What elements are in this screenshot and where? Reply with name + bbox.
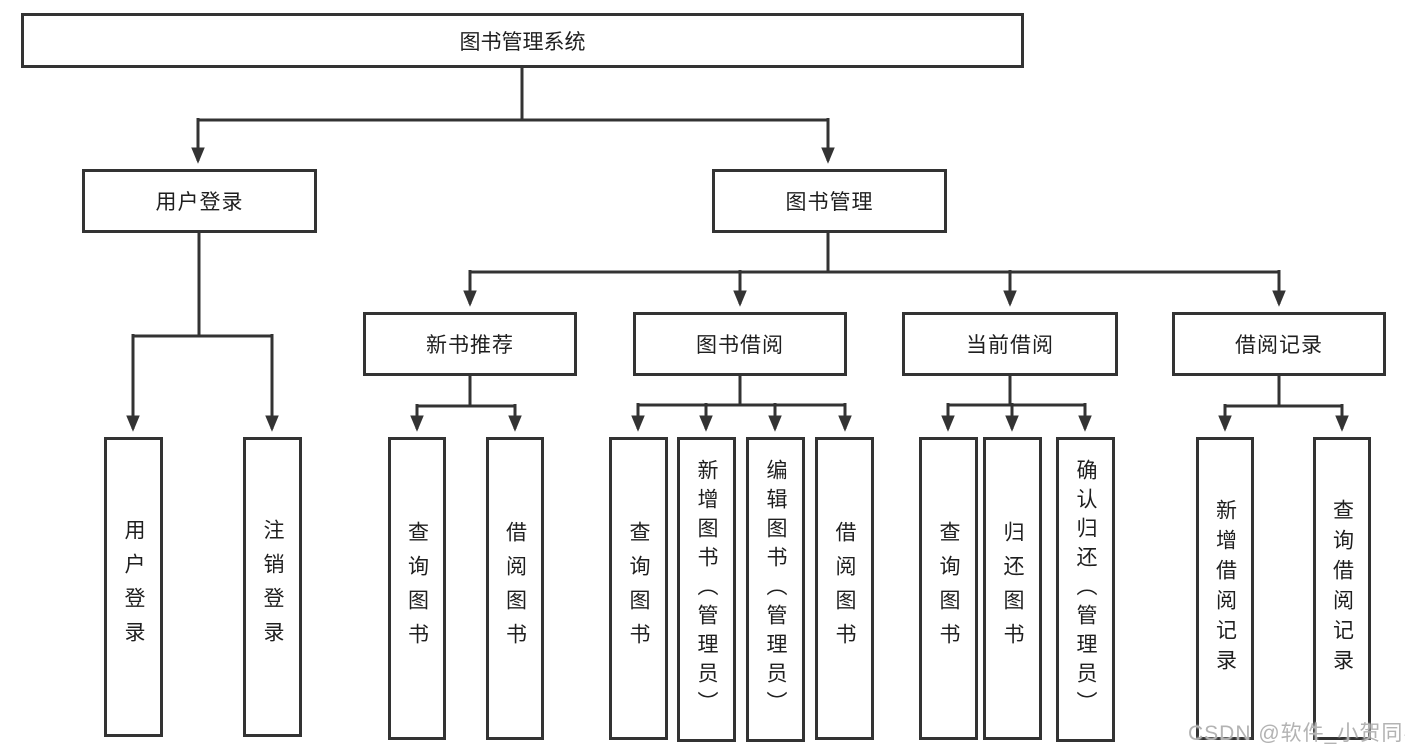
leaf-newbooks-query-books: 查询图书 [388, 437, 446, 740]
node-new-book-recommend: 新书推荐 [363, 312, 577, 376]
leaf-current-return-books: 归还图书 [983, 437, 1042, 740]
leaf-borrow-add-books-admin: 新增图书（管理员） [677, 437, 736, 742]
leaf-user-login: 用户登录 [104, 437, 163, 737]
watermark: CSDN @软件_小贺同学 [1188, 722, 1405, 745]
node-book-management: 图书管理 [712, 169, 947, 233]
node-current-borrow: 当前借阅 [902, 312, 1118, 376]
leaf-logout: 注销登录 [243, 437, 302, 737]
leaf-records-add-record: 新增借阅记录 [1196, 437, 1254, 740]
leaf-current-query-books: 查询图书 [919, 437, 978, 740]
node-borrow-records: 借阅记录 [1172, 312, 1386, 376]
leaf-records-query-record: 查询借阅记录 [1313, 437, 1371, 740]
node-book-borrow: 图书借阅 [633, 312, 847, 376]
leaf-current-confirm-return-admin: 确认归还（管理员） [1056, 437, 1115, 742]
leaf-borrow-query-books: 查询图书 [609, 437, 668, 740]
node-user-login: 用户登录 [82, 169, 317, 233]
node-root: 图书管理系统 [21, 13, 1024, 68]
leaf-borrow-borrow-books: 借阅图书 [815, 437, 874, 740]
leaf-newbooks-borrow-books: 借阅图书 [486, 437, 544, 740]
leaf-borrow-edit-books-admin: 编辑图书（管理员） [746, 437, 805, 742]
